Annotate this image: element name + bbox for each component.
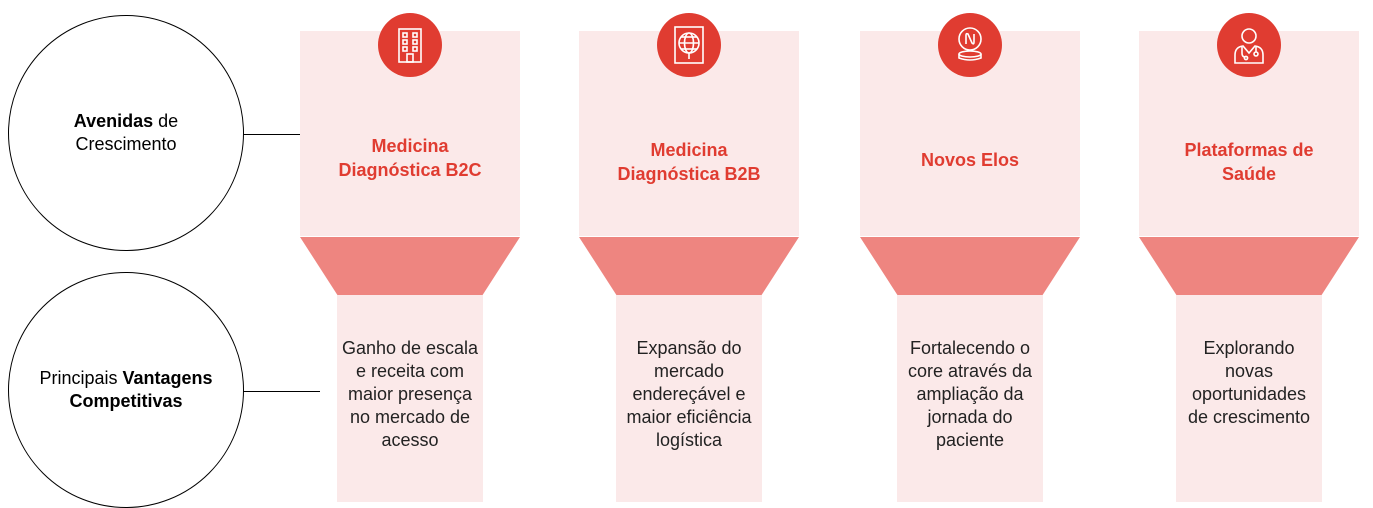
funnel-shape xyxy=(860,237,1080,295)
column-title: Novos Elos xyxy=(920,150,1020,170)
avenues-connector xyxy=(240,134,302,136)
column-plataformas-saude: Explorando novas oportunidades de cresci… xyxy=(1139,13,1359,504)
globe-map-icon xyxy=(657,13,721,77)
column-description: Explorando novas oportunidades de cresci… xyxy=(1187,338,1311,427)
bottom-block: Explorando novas oportunidades de cresci… xyxy=(1176,295,1322,502)
column-description: Fortalecendo o core através da ampliação… xyxy=(907,338,1033,450)
column-title: Medicina Diagnóstica B2B xyxy=(617,140,761,184)
column-novos-elos: Fortalecendo o core através da ampliação… xyxy=(860,13,1080,504)
doctor-icon xyxy=(1217,13,1281,77)
advantages-label: Principais Vantagens Competitivas xyxy=(39,368,213,411)
column-description: Ganho de escala e receita com maior pres… xyxy=(341,338,479,450)
avenues-circle: Avenidas de Crescimento xyxy=(8,15,244,251)
column-description: Expansão do mercado endereçável e maior … xyxy=(626,338,752,450)
column-title: Medicina Diagnóstica B2C xyxy=(338,136,482,180)
bottom-block: Fortalecendo o core através da ampliação… xyxy=(897,295,1043,502)
advantages-circle: Principais Vantagens Competitivas xyxy=(8,272,244,508)
advantages-connector xyxy=(240,391,320,393)
bottom-block: Expansão do mercado endereçável e maior … xyxy=(616,295,762,502)
building-icon xyxy=(378,13,442,77)
column-title: Plataformas de Saúde xyxy=(1184,140,1314,184)
funnel-shape xyxy=(300,237,520,295)
funnel-shape xyxy=(1139,237,1359,295)
avenues-label: Avenidas de Crescimento xyxy=(73,111,179,154)
funnel-shape xyxy=(579,237,799,295)
column-medicina-b2b: Expansão do mercado endereçável e maior … xyxy=(579,13,799,504)
coin-stack-icon xyxy=(938,13,1002,77)
column-medicina-b2c: Ganho de escala e receita com maior pres… xyxy=(300,13,520,504)
bottom-block: Ganho de escala e receita com maior pres… xyxy=(337,295,483,502)
